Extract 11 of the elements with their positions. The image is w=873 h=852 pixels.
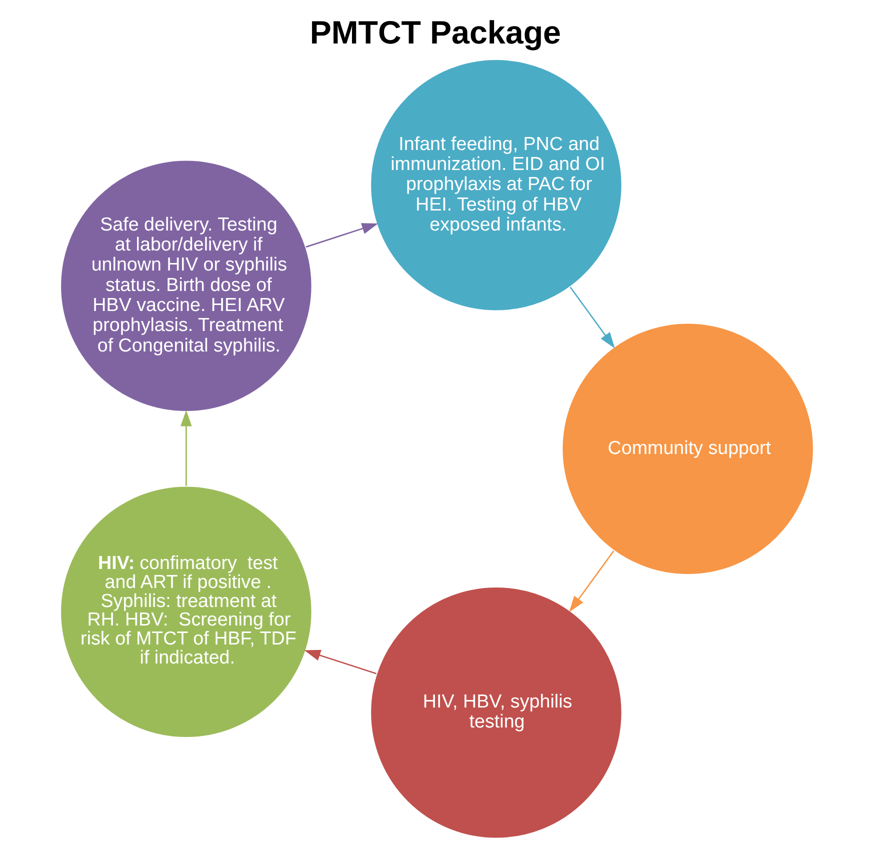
diagram-title: PMTCT Package xyxy=(309,14,561,50)
node-circle: HIV: confimatory test and ART if positive . Syphilis: treatment at RH. HBV: Screening for risk of MTCT of HBF, TDF if indicated. xyxy=(59,485,312,738)
arrow xyxy=(569,286,614,348)
node-circle: Community support xyxy=(560,322,814,576)
node-circle: Infant feeding, PNC and immunization. EID and OI prophylaxis at PAC for HEI. Testing of HBV exposed infants. xyxy=(369,58,622,312)
arrow xyxy=(304,650,376,674)
node-circle: Safe delivery. Testing at labor/delivery if unlnown HIV or syphilis status. Birth dose of HBV vaccine. HEI ARV prophylasis. Treatment of Congenital syphilis. xyxy=(59,159,312,412)
arrow xyxy=(180,410,192,486)
arrow xyxy=(568,550,614,612)
arrow xyxy=(305,223,378,248)
node-circle: HIV, HBV, syphilis testing xyxy=(369,586,622,840)
